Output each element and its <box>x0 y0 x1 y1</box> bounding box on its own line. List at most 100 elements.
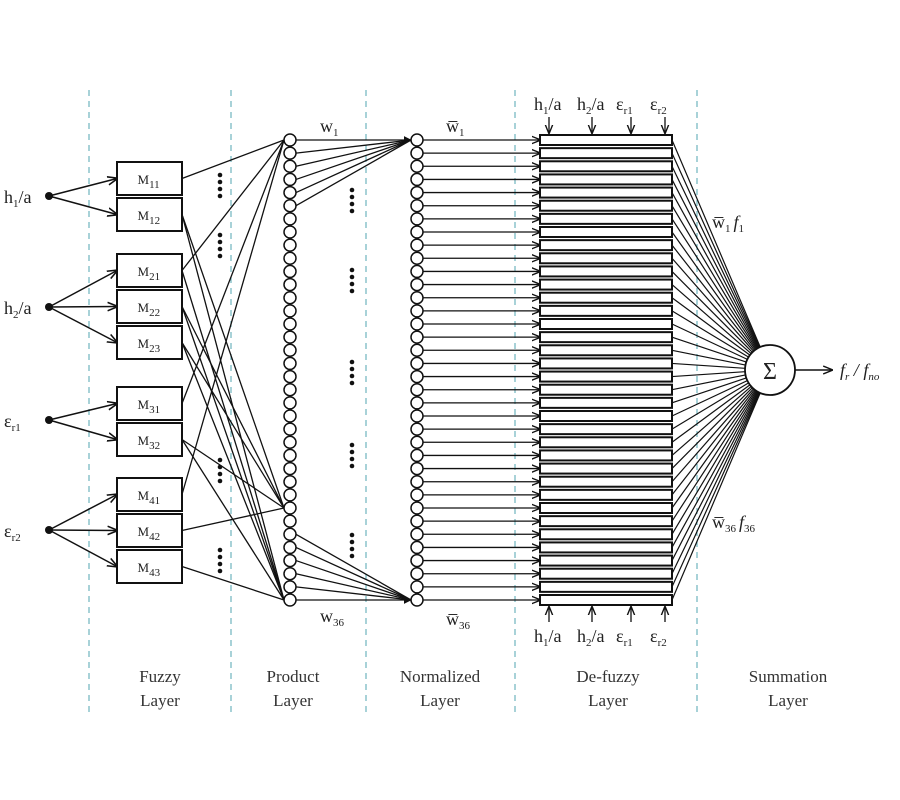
dot <box>349 208 355 214</box>
defuzzy-node <box>539 580 673 593</box>
normalized-node <box>410 474 424 489</box>
defuzzy-bottom-label-0: h1/a <box>534 626 562 649</box>
product-node <box>283 566 297 581</box>
input-to-mf-arrow <box>48 529 117 567</box>
normalized-node <box>410 212 424 226</box>
connections <box>48 117 832 622</box>
dot <box>349 546 355 552</box>
mf-label-1-base: M <box>138 208 150 223</box>
defuzzy-to-sum-line <box>671 377 747 404</box>
mf-label-4: M23 <box>138 336 161 355</box>
defuzzy-top-label-3: εr2 <box>650 94 667 117</box>
w36-label-base: w <box>320 606 333 626</box>
ellipsis-dots <box>217 172 223 199</box>
product-to-normalized-line <box>295 139 412 154</box>
dot <box>217 561 223 567</box>
mf-to-rule-arrow <box>181 270 285 601</box>
dot <box>217 253 223 259</box>
defuzzy-to-sum-line <box>671 392 761 601</box>
mf-label-7-sub: 41 <box>149 495 160 507</box>
layer-title-line2: Layer <box>588 691 628 710</box>
defuzzy-node <box>539 173 673 186</box>
wbar1-label-sub: 1 <box>459 127 465 139</box>
defuzzy-node <box>539 462 673 475</box>
mf-label-2: M21 <box>138 264 161 283</box>
normalized-node <box>410 251 424 266</box>
defuzzy-node <box>539 344 673 357</box>
mf-to-rule-arrow <box>181 438 285 509</box>
wbar36-f36-label-fsub: 36 <box>744 523 756 535</box>
product-node <box>283 251 297 266</box>
product-node <box>283 409 297 423</box>
mf-label-5: M31 <box>138 397 161 416</box>
input-label-1-base: h <box>4 298 13 318</box>
ellipsis-dots <box>349 532 355 559</box>
wbar36-f36-label-sub: 36 <box>725 523 737 535</box>
w1-label-base: w <box>320 116 333 136</box>
defuzzy-top-label-0-sub: 1 <box>543 105 549 117</box>
defuzzy-node <box>539 278 673 291</box>
product-node <box>283 488 297 502</box>
w1-label: w1 <box>320 116 339 139</box>
dot <box>349 380 355 386</box>
wbar1-f1-label-f: f <box>734 212 742 232</box>
mf-to-rule-arrow <box>181 342 285 601</box>
defuzzy-node <box>539 304 673 317</box>
product-node <box>283 396 297 410</box>
dot <box>349 201 355 207</box>
dot <box>349 274 355 280</box>
defuzzy-to-sum-line <box>671 392 761 588</box>
dot <box>349 373 355 379</box>
normalized-node <box>410 330 424 344</box>
summation-node <box>744 344 796 396</box>
defuzzy-to-sum-line <box>671 391 758 535</box>
defuzzy-to-sum-line <box>671 139 761 348</box>
output-label: fr / fno <box>840 360 880 383</box>
input-label-2: εr1 <box>4 411 21 434</box>
product-to-normalized-line <box>295 533 412 601</box>
dot <box>349 288 355 294</box>
input-to-mf-arrow <box>48 179 117 197</box>
product-node <box>283 501 297 515</box>
mf-label-9-sub: 43 <box>149 567 161 579</box>
wbar36-label: w̅36 <box>446 609 471 632</box>
defuzzy-node <box>539 410 673 422</box>
defuzzy-bottom-label-0-suffix: /a <box>549 626 562 646</box>
product-node <box>283 448 297 463</box>
mf-to-rule-arrow <box>181 306 285 601</box>
defuzzy-to-sum-line <box>671 374 746 391</box>
defuzzy-node <box>539 554 673 567</box>
membership-function-box <box>116 161 183 196</box>
wbar36-label-sub: 36 <box>459 620 471 632</box>
product-to-normalized-line <box>295 586 412 601</box>
defuzzy-to-sum-line <box>671 389 756 496</box>
dot <box>217 464 223 470</box>
input-to-mf-arrow <box>48 419 117 440</box>
defuzzy-to-sum-line <box>671 323 748 360</box>
defuzzy-to-sum-line <box>671 166 760 348</box>
dot <box>217 554 223 560</box>
w36-label-sub: 36 <box>333 617 345 629</box>
defuzzy-bottom-label-0-base: h <box>534 626 543 646</box>
dot <box>217 239 223 245</box>
normalized-node <box>410 514 424 528</box>
ellipsis-dots <box>217 547 223 574</box>
normalized-node <box>410 356 424 371</box>
membership-function-box <box>116 477 183 512</box>
dot <box>217 246 223 252</box>
input-node <box>45 416 53 424</box>
input-to-mf-arrow <box>48 307 117 308</box>
mf-to-rule-arrow <box>181 139 285 404</box>
input-node <box>45 192 53 200</box>
mf-label-5-sub: 31 <box>149 404 160 416</box>
defuzzy-node <box>539 239 673 252</box>
input-to-mf-arrow <box>48 404 117 421</box>
product-node <box>283 540 297 555</box>
mf-label-2-base: M <box>138 264 150 279</box>
ellipsis-dots <box>349 442 355 469</box>
defuzzy-top-label-3-sub: r2 <box>658 105 667 117</box>
normalized-node <box>410 593 424 607</box>
defuzzy-top-label-0: h1/a <box>534 94 562 117</box>
product-node <box>283 212 297 226</box>
defuzzy-top-label-1-suffix: /a <box>592 94 605 114</box>
